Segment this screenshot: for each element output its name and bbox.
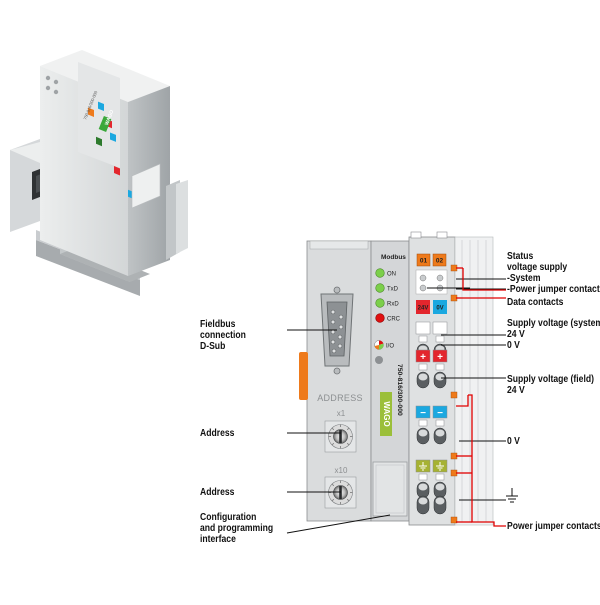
label-supply-field: Supply voltage (field) 24 V bbox=[507, 374, 594, 396]
power-jumper-contact bbox=[450, 391, 458, 399]
system-24v-marker: 24V bbox=[416, 300, 430, 314]
svg-text:ON: ON bbox=[387, 272, 396, 278]
wago-logo: WAGO bbox=[380, 392, 392, 436]
terminal-release-slot[interactable] bbox=[435, 473, 445, 481]
svg-text:I/O: I/O bbox=[386, 344, 394, 350]
status-led-01: 01 bbox=[416, 253, 431, 267]
label-data-contacts: Data contacts bbox=[507, 297, 564, 308]
product-photo: WAGO 750-816/300-000 bbox=[10, 50, 188, 296]
leader-lines bbox=[286, 278, 506, 534]
label-supply-system: Supply voltage (system) 24 V 0 V bbox=[507, 318, 600, 351]
label-config: Configuration and programming interface bbox=[200, 512, 274, 545]
terminal-marker bbox=[432, 349, 448, 363]
label-status: Status voltage supply -System -Power jum… bbox=[507, 251, 600, 295]
ground-icon bbox=[419, 462, 427, 471]
photo-wago-logo bbox=[98, 116, 112, 132]
rotary-switch-x1[interactable] bbox=[324, 420, 357, 453]
svg-text:01: 01 bbox=[420, 258, 428, 265]
ground-icon bbox=[506, 488, 518, 503]
ground-icon bbox=[436, 462, 444, 471]
svg-text:02: 02 bbox=[436, 258, 444, 265]
minus-icon: − bbox=[420, 408, 426, 419]
power-jumper-contact bbox=[450, 516, 458, 524]
switch-x1-label: x1 bbox=[337, 409, 346, 418]
led-unlabeled bbox=[375, 356, 383, 364]
photo-brand-text: WAGO bbox=[104, 109, 116, 126]
label-fieldbus: Fieldbus connection D-Sub bbox=[200, 319, 246, 352]
plus-icon: + bbox=[437, 352, 443, 363]
led-io: I/O bbox=[374, 340, 394, 350]
photo-config-cover bbox=[131, 163, 161, 209]
led-rxd: RxD bbox=[375, 298, 399, 308]
plus-icon: + bbox=[420, 352, 426, 363]
switch-x10-label: x10 bbox=[335, 466, 348, 475]
svg-text:RxD: RxD bbox=[387, 302, 399, 308]
label-address-2: Address bbox=[200, 487, 235, 498]
minus-icon: − bbox=[437, 408, 443, 419]
data-contacts bbox=[415, 269, 448, 295]
svg-text:TxD: TxD bbox=[387, 287, 399, 293]
terminal-release-slot[interactable] bbox=[418, 419, 428, 427]
label-zero-v: 0 V bbox=[507, 436, 520, 447]
end-plate bbox=[454, 236, 494, 526]
svg-text:24V: 24V bbox=[418, 306, 429, 312]
red-wires bbox=[456, 267, 506, 527]
led-on: ON bbox=[375, 268, 396, 278]
svg-text:CRC: CRC bbox=[387, 317, 401, 323]
schematic: ADDRESS x1 x10 bbox=[299, 231, 494, 526]
svg-text:WAGO: WAGO bbox=[382, 401, 391, 426]
led-crc: CRC bbox=[375, 313, 401, 323]
status-led-02: 02 bbox=[432, 253, 447, 267]
svg-text:0V: 0V bbox=[436, 306, 443, 312]
system-0v-marker: 0V bbox=[433, 300, 447, 314]
terminal-release-slot[interactable] bbox=[418, 473, 428, 481]
config-interface-cover[interactable] bbox=[372, 461, 408, 517]
terminal-release-slot[interactable] bbox=[418, 363, 428, 371]
modbus-title: Modbus bbox=[381, 254, 406, 261]
led-txd: TxD bbox=[375, 283, 399, 293]
label-power-jumper: Power jumper contacts bbox=[507, 521, 600, 532]
terminal-release-slot[interactable] bbox=[418, 335, 428, 343]
terminal-release-slot[interactable] bbox=[435, 335, 445, 343]
terminal-marker bbox=[415, 349, 431, 363]
terminal-marker bbox=[415, 405, 431, 419]
terminal-marker bbox=[432, 405, 448, 419]
terminal-marker bbox=[415, 321, 431, 335]
orange-release-tab bbox=[299, 352, 308, 400]
terminal-rows: + + −− bbox=[415, 264, 458, 524]
label-address-1: Address bbox=[200, 428, 235, 439]
terminal-marker bbox=[432, 321, 448, 335]
address-title: ADDRESS bbox=[317, 393, 363, 403]
terminal-release-slot[interactable] bbox=[435, 363, 445, 371]
terminal-release-slot[interactable] bbox=[435, 419, 445, 427]
part-number: 750-816/300-000 bbox=[396, 364, 403, 416]
